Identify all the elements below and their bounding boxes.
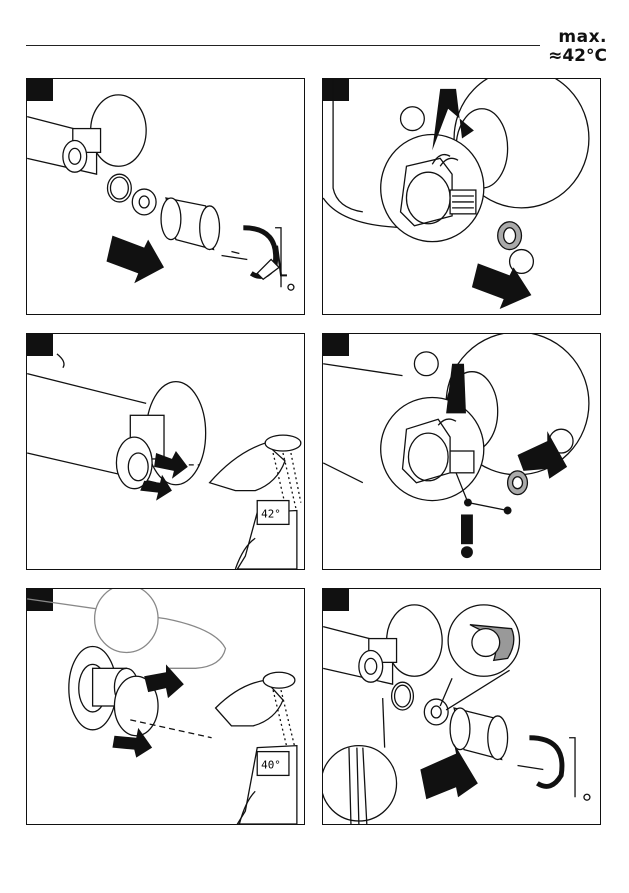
step-4-illustration [323,334,600,569]
step-1-panel [26,78,305,315]
step-4-panel [322,333,601,570]
step-2-illustration [323,79,600,314]
temperature-label: ≈42°C [548,47,607,66]
step-5-illustration: 40° [27,589,304,824]
max-temperature-note: max. ≈42°C [548,28,607,66]
step-6-panel [322,588,601,825]
step-1-illustration [27,79,304,314]
max-label: max. [548,28,607,47]
step-3-panel: 42° [26,333,305,570]
step-5-panel: 40° [26,588,305,825]
thermometer-display: 40° [261,758,281,771]
header-rule [26,45,540,46]
step-2-panel [322,78,601,315]
step-6-illustration [323,589,600,824]
thermometer-display: 42° [261,507,281,520]
step-3-illustration: 42° [27,334,304,569]
